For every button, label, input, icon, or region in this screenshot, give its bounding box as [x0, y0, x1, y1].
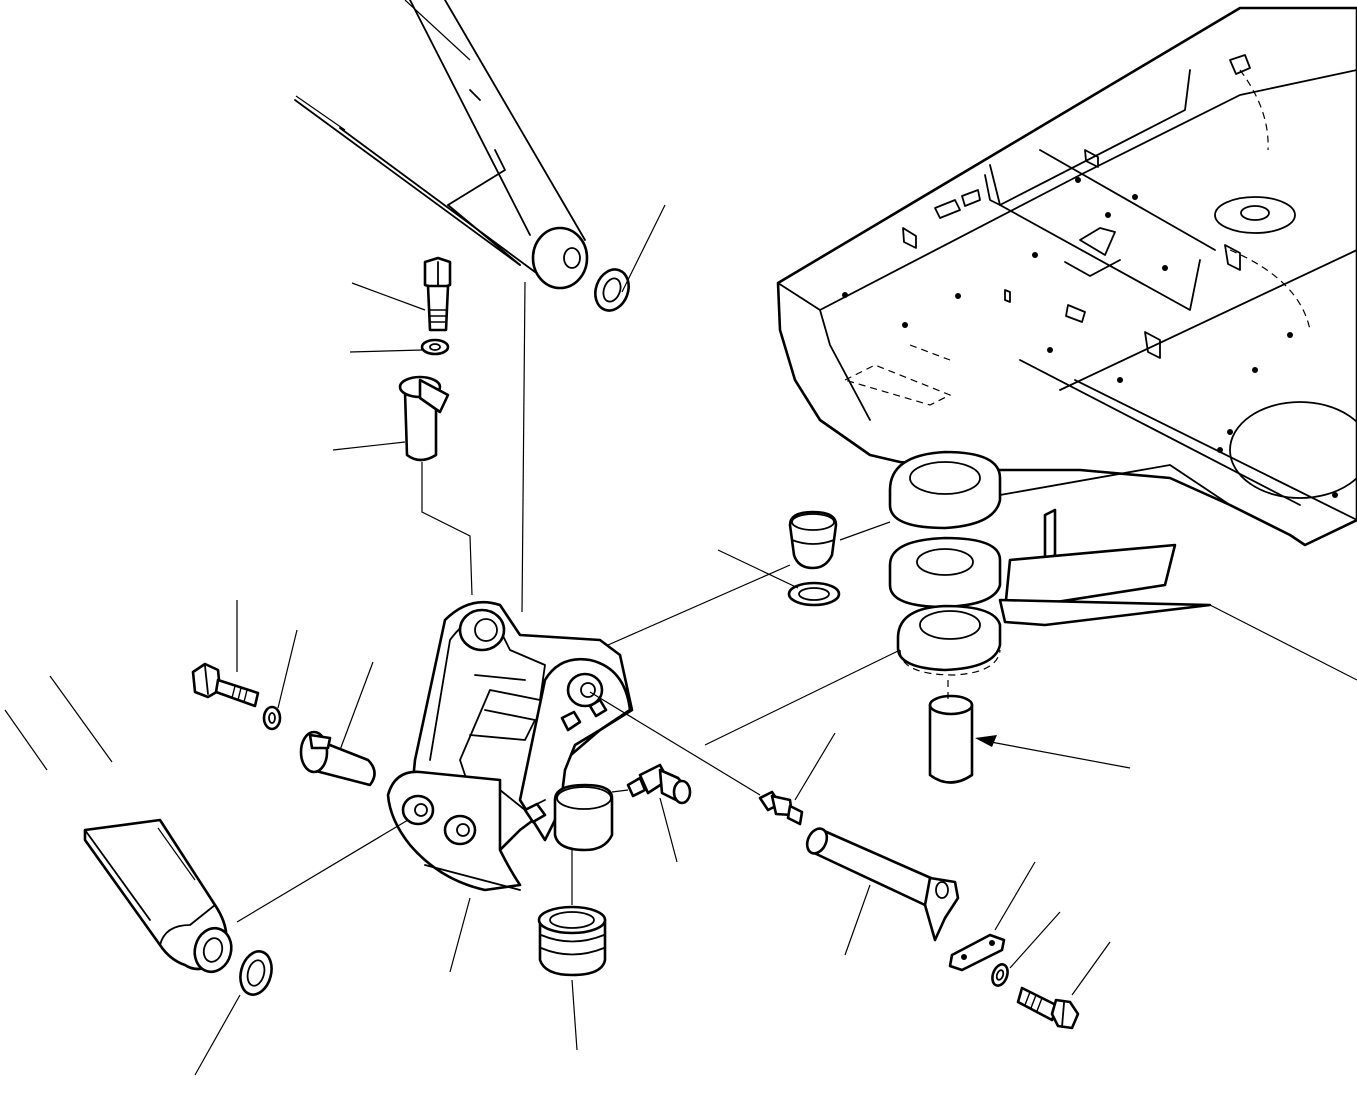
assembly-lines	[236, 281, 901, 923]
long-pin	[805, 827, 960, 942]
lock-washer-left	[262, 705, 282, 731]
cylinder-rod-end	[83, 818, 233, 974]
swing-pin	[928, 680, 974, 784]
cap-bolt-top	[423, 256, 452, 332]
flanged-pin-top	[398, 375, 450, 462]
upper-frame-mount	[776, 6, 1357, 676]
cushion-stopper	[788, 510, 838, 570]
rod-end-washer	[239, 950, 273, 996]
grease-elbow-fitting	[626, 763, 692, 805]
lock-washer-right	[991, 963, 1009, 987]
grease-straight-fitting	[758, 790, 804, 826]
swing-bracket	[386, 600, 634, 892]
short-pin-left	[299, 730, 376, 787]
hex-bolt-right	[1016, 986, 1080, 1030]
lock-washer-top	[420, 338, 450, 356]
lower-bushing	[537, 905, 607, 977]
boom-arm-tip	[294, 0, 589, 291]
callout-leaders	[4, 0, 1357, 1076]
stopper-washer	[787, 581, 841, 607]
boom-pin-washer	[594, 268, 630, 312]
lock-plate	[948, 933, 1006, 972]
hex-bolt-left	[191, 662, 260, 708]
